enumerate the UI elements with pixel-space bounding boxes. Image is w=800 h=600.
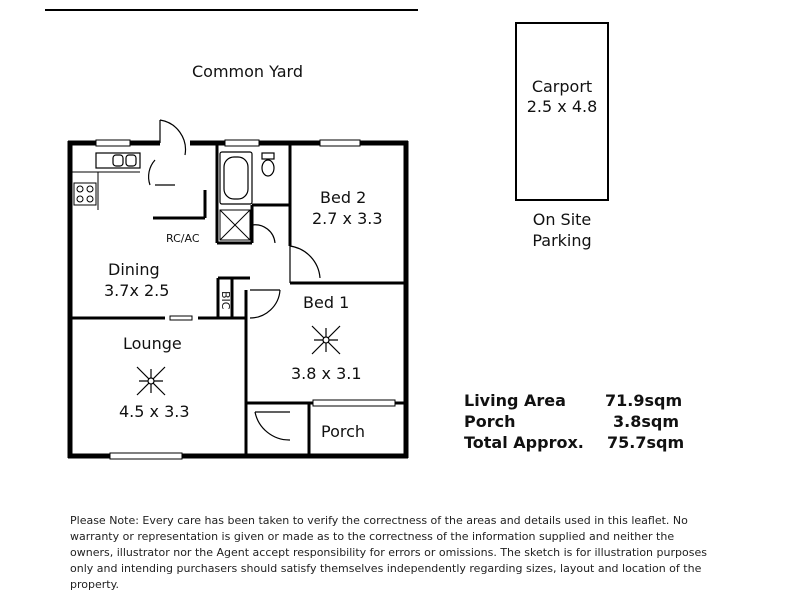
ceiling-fan-lounge [136, 366, 166, 396]
bed2-label: Bed 2 [320, 188, 367, 207]
area-label-porch: Porch [464, 412, 516, 431]
disclaimer-text: Please Note: Every care has been taken t… [70, 514, 707, 591]
parking-label: Parking [532, 231, 592, 250]
area-label-total: Total Approx. [464, 433, 584, 452]
bathroom-door [251, 224, 276, 244]
bed2-size-label: 2.7 x 3.3 [312, 209, 383, 228]
kitchen-bench [72, 171, 140, 210]
cooktop [73, 182, 97, 206]
carport-outline [515, 22, 609, 201]
bic-label: BIC [219, 291, 232, 310]
rcac-label: RC/AC [166, 232, 200, 245]
common-yard-label: Common Yard [192, 62, 303, 81]
carport-size-label: 2.5 x 4.8 [526, 97, 598, 116]
porch-label: Porch [321, 422, 366, 441]
windows [95, 139, 396, 460]
bed2-door [289, 245, 321, 283]
porch-door [254, 411, 291, 441]
area-value-porch: 3.8sqm [613, 412, 679, 431]
area-value-living: 71.9sqm [605, 391, 683, 410]
lounge-label: Lounge [123, 334, 182, 353]
kitchen-sink [95, 152, 141, 169]
carport-label: Carport [531, 77, 593, 96]
toilet [261, 152, 275, 177]
area-value-total: 75.7sqm [607, 433, 685, 452]
on-site-label: On Site [532, 210, 592, 229]
laundry-door [148, 159, 175, 186]
entry-door [159, 119, 187, 156]
lounge-size-label: 4.5 x 3.3 [119, 402, 190, 421]
bed1-door [249, 289, 281, 319]
dining-size-label: 3.7x 2.5 [104, 281, 170, 300]
ceiling-fan-bed1 [311, 325, 341, 355]
dining-label: Dining [108, 260, 160, 279]
bed1-size-label: 3.8 x 3.1 [291, 364, 362, 383]
shower [219, 209, 251, 241]
area-label-living: Living Area [464, 391, 566, 410]
bed1-label: Bed 1 [303, 293, 350, 312]
bath [219, 151, 253, 205]
